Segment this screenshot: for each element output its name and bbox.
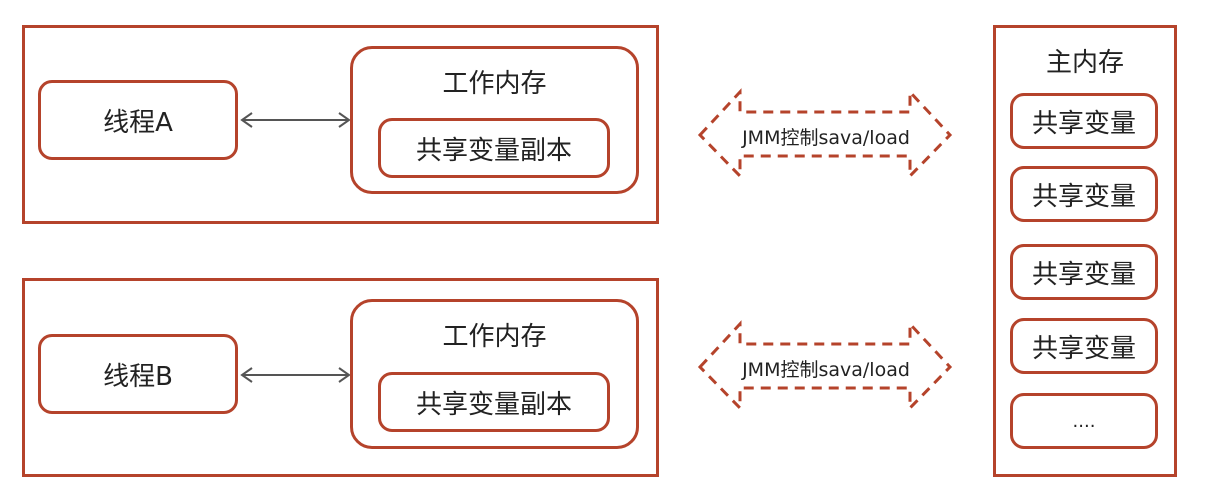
main-memory-item-label: 共享变量 xyxy=(1031,181,1136,212)
thread-a-box: 线程A xyxy=(38,80,238,160)
jmm-arrow-b-icon xyxy=(697,320,953,412)
thread-b-label: 线程B xyxy=(103,361,173,392)
thread-a-bidirectional-arrow xyxy=(240,112,351,128)
main-memory-title: 主内存 xyxy=(1045,48,1124,78)
thread-b-box: 线程B xyxy=(38,334,238,414)
main-memory-ellipsis-label: .... xyxy=(1072,410,1096,432)
jmm-label-a: JMM控制sava/load xyxy=(742,127,910,149)
thread-b-bidirectional-arrow xyxy=(240,367,351,383)
main-memory-item-label: 共享变量 xyxy=(1031,333,1136,364)
thread-b-copy-label: 共享变量副本 xyxy=(415,389,572,420)
thread-a-shared-variable-copy: 共享变量副本 xyxy=(378,118,610,178)
thread-a-label: 线程A xyxy=(103,107,173,138)
main-memory-shared-variable-3: 共享变量 xyxy=(1010,244,1158,300)
thread-a-copy-label: 共享变量副本 xyxy=(415,135,572,166)
main-memory-ellipsis-item: .... xyxy=(1010,393,1158,449)
main-memory-shared-variable-1: 共享变量 xyxy=(1010,93,1158,149)
thread-b-working-memory-title: 工作内存 xyxy=(442,322,547,352)
main-memory-shared-variable-4: 共享变量 xyxy=(1010,318,1158,374)
main-memory-item-label: 共享变量 xyxy=(1031,108,1136,139)
main-memory-shared-variable-2: 共享变量 xyxy=(1010,166,1158,222)
thread-b-shared-variable-copy: 共享变量副本 xyxy=(378,372,610,432)
thread-a-working-memory-title: 工作内存 xyxy=(442,69,547,99)
jmm-label-b: JMM控制sava/load xyxy=(742,359,910,381)
main-memory-item-label: 共享变量 xyxy=(1031,259,1136,290)
jmm-arrow-a-icon xyxy=(697,88,953,180)
